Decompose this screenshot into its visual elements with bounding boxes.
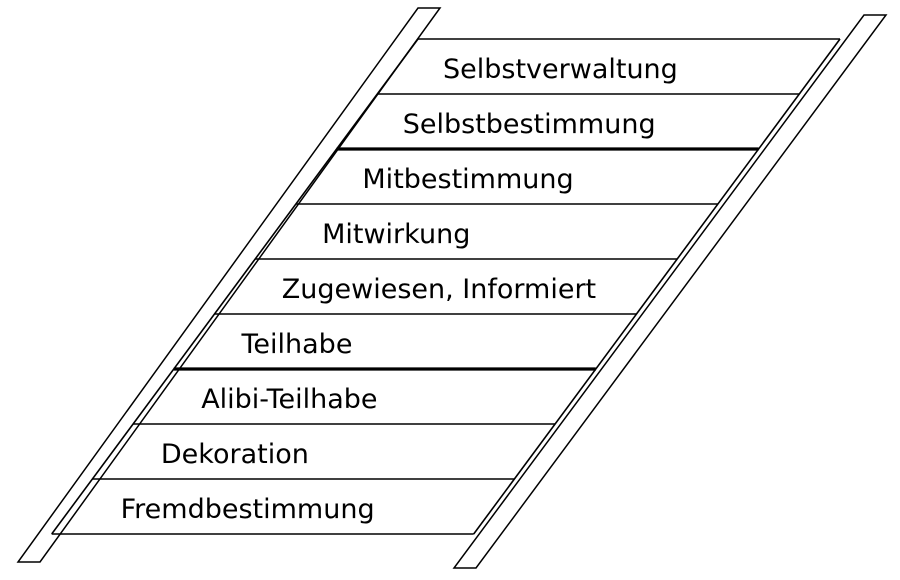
rung-label: Selbstverwaltung bbox=[443, 54, 678, 85]
rung-label: Fremdbestimmung bbox=[121, 494, 375, 525]
ladder-inner-right-edge bbox=[473, 38, 841, 535]
rung-label: Mitbestimmung bbox=[362, 164, 573, 195]
ladder-inner-left-edge bbox=[51, 38, 419, 535]
rung-label: Alibi-Teilhabe bbox=[201, 384, 377, 415]
rung-label: Teilhabe bbox=[241, 329, 353, 360]
ladder-rungs: SelbstverwaltungSelbstbestimmungMitbesti… bbox=[51, 38, 841, 535]
rung-label: Zugewiesen, Informiert bbox=[282, 274, 596, 305]
ladder-left-rail bbox=[16, 7, 442, 563]
ladder-right-rail bbox=[452, 14, 888, 569]
rung-label: Selbstbestimmung bbox=[403, 109, 656, 140]
rung-label: Mitwirkung bbox=[322, 219, 470, 250]
rung-label: Dekoration bbox=[161, 439, 309, 470]
